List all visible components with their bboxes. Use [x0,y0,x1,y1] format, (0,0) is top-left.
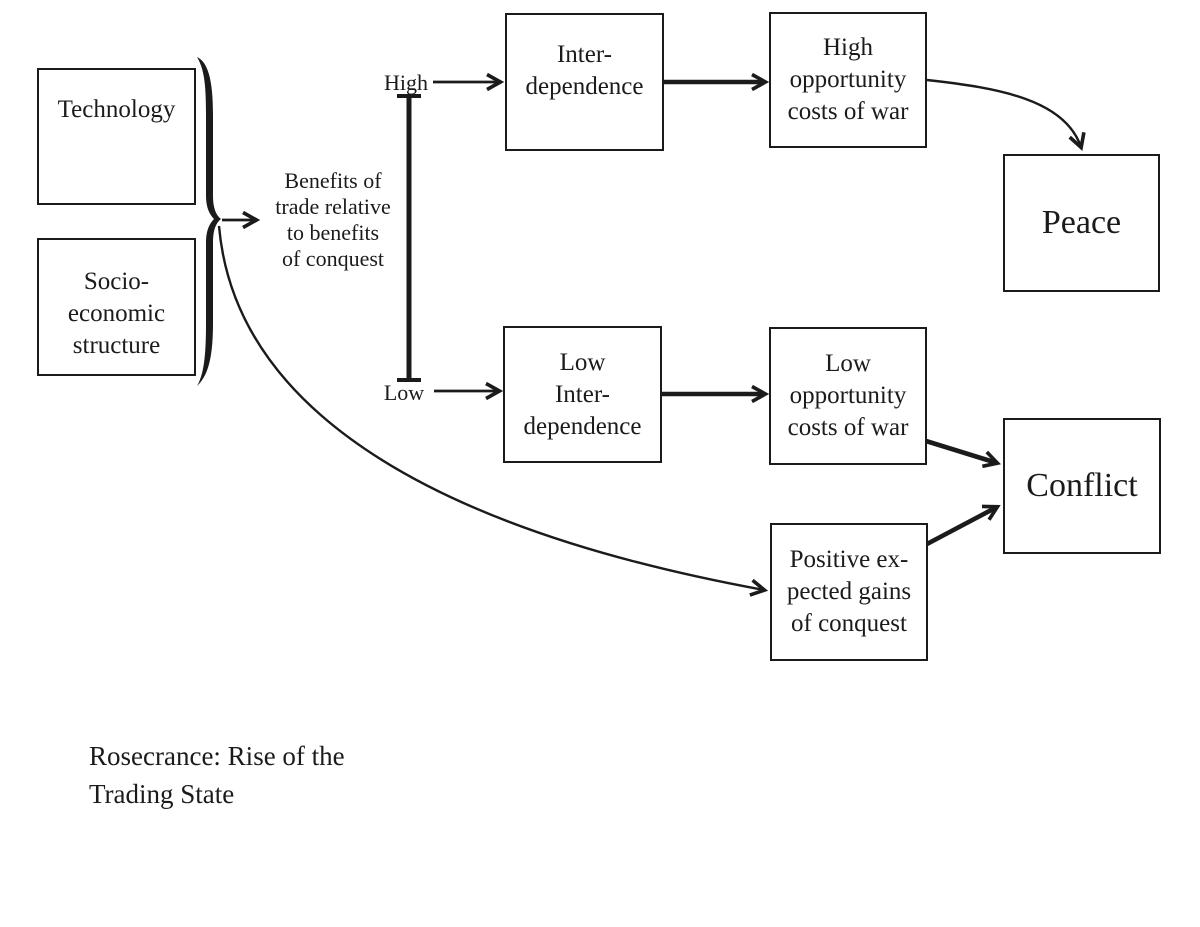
brace [197,57,221,386]
edge-brace-to-positive-gains [217,225,769,597]
node-low-interdependence: Low Inter- dependence [503,326,662,463]
node-interdependence: Inter- dependence [505,13,664,151]
node-socio-economic-label: Socio- economic structure [67,268,166,359]
node-low-opportunity-costs: Low opportunity costs of war [769,327,927,465]
scale-low-label: Low [383,380,425,405]
diagram-caption: Rosecrance: Rise of the Trading State [89,741,345,809]
edge-highopp-to-peace [926,78,1086,151]
node-peace-label: Peace [1041,204,1122,241]
node-technology: Technology [37,68,196,205]
benefits-of-trade-label: Benefits of trade relative to benefits o… [275,168,391,271]
node-high-opportunity-label: High opportunity costs of war [787,34,909,125]
node-socio-economic-structure: Socio- economic structure [37,238,196,376]
node-positive-gains-label: Positive ex- pected gains of conquest [786,546,912,637]
node-technology-label: Technology [57,96,176,123]
node-low-interdependence-label: Low Inter- dependence [523,348,642,440]
node-conflict-label: Conflict [1026,467,1138,504]
edge-positive-to-conflict [925,504,1001,547]
scale-high-label: High [384,70,428,95]
node-low-opportunity-label: Low opportunity costs of war [787,350,909,441]
node-interdependence-label: Inter- dependence [525,41,644,100]
node-conflict: Conflict [1003,418,1161,554]
node-high-opportunity-costs: High opportunity costs of war [769,12,927,148]
edge-lowopp-to-conflict [925,438,1002,469]
node-peace: Peace [1003,154,1160,292]
node-positive-expected-gains: Positive ex- pected gains of conquest [770,523,928,661]
